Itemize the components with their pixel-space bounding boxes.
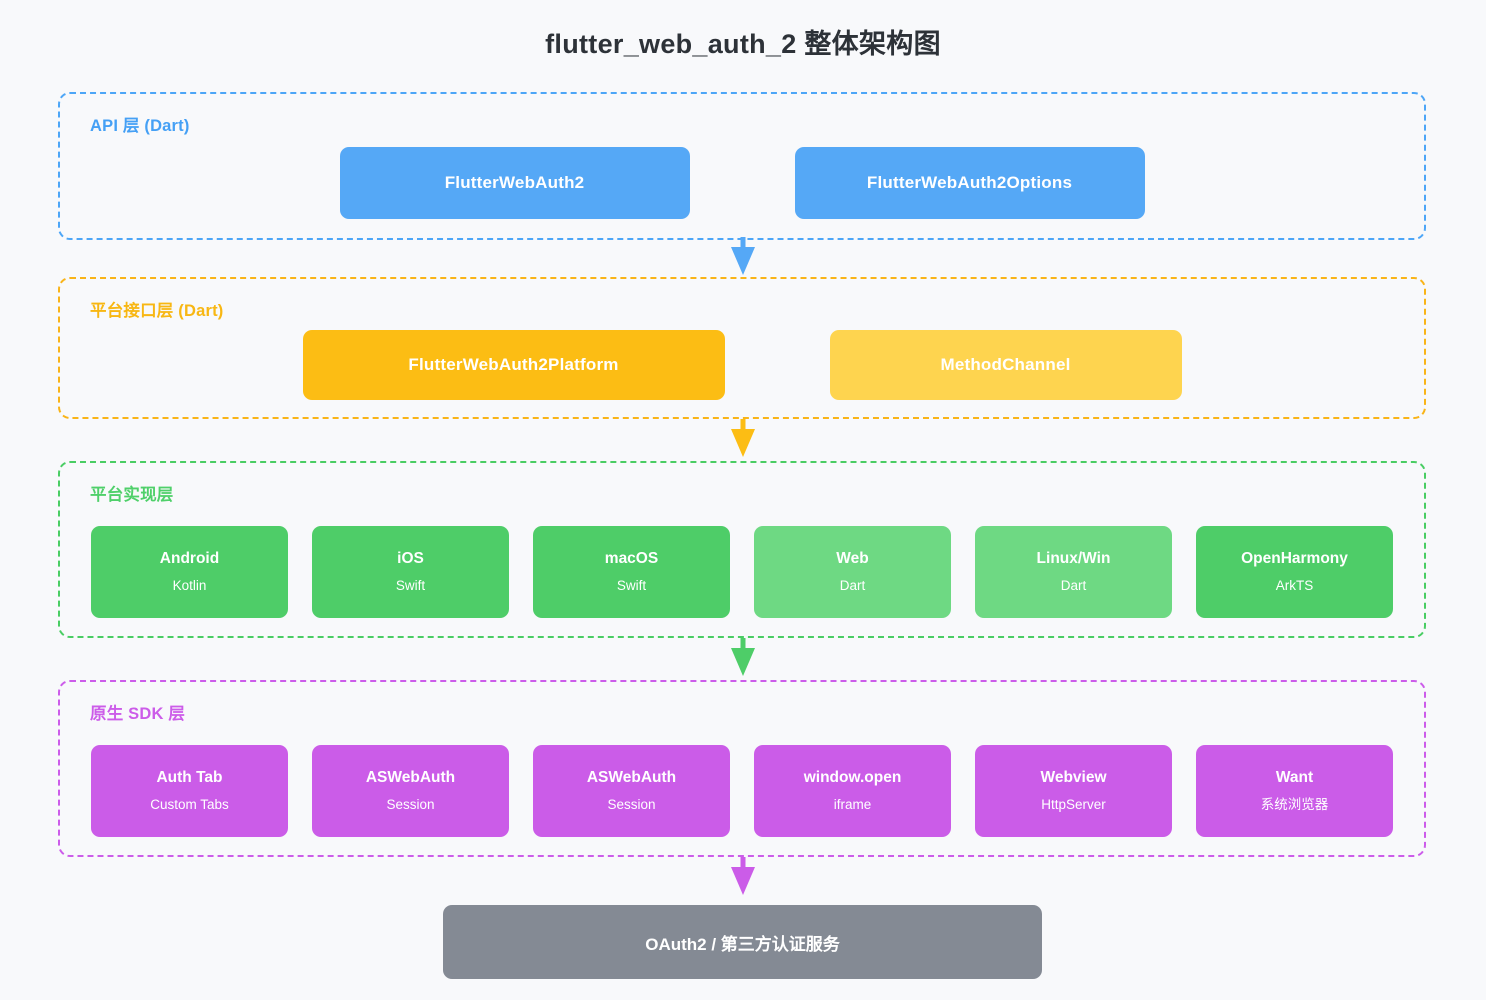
- card-auth-tab-title: Auth Tab: [156, 769, 223, 787]
- card-aswebauth-ios-sub: Session: [386, 796, 435, 812]
- card-window-open-title: window.open: [803, 769, 902, 787]
- card-webview-sub: HttpServer: [1041, 796, 1106, 812]
- card-android-title: Android: [159, 550, 220, 568]
- card-webview-title: Webview: [1040, 769, 1107, 787]
- card-want-title: Want: [1275, 769, 1314, 787]
- node-flutter-web-auth-2-platform[interactable]: FlutterWebAuth2Platform: [302, 330, 725, 400]
- card-auth-tab-sub: Custom Tabs: [150, 796, 229, 812]
- card-want-sub: 系统浏览器: [1260, 796, 1329, 812]
- arrow-impl-to-native: [728, 638, 758, 676]
- card-web-title: Web: [836, 550, 869, 568]
- card-aswebauth-macos-title: ASWebAuth: [586, 769, 677, 787]
- card-window-open[interactable]: window.open iframe: [754, 745, 951, 837]
- layer-platform-interface: 平台接口层 (Dart) FlutterWebAuth2Platform Met…: [58, 277, 1426, 419]
- layer-native-sdk: 原生 SDK 层 Auth Tab Custom Tabs ASWebAuth …: [58, 680, 1426, 857]
- layer-api: API 层 (Dart) FlutterWebAuth2 FlutterWebA…: [58, 92, 1426, 240]
- card-aswebauth-macos-sub: Session: [607, 796, 656, 812]
- card-linux-win-sub: Dart: [1060, 577, 1087, 593]
- node-method-channel[interactable]: MethodChannel: [829, 330, 1182, 400]
- card-macos[interactable]: macOS Swift: [533, 526, 730, 618]
- card-aswebauth-ios[interactable]: ASWebAuth Session: [312, 745, 509, 837]
- layer-platform-label: 平台接口层 (Dart): [90, 302, 224, 320]
- layer-platform-implementation: 平台实现层 Android Kotlin iOS Swift macOS Swi…: [58, 461, 1426, 638]
- card-android-sub: Kotlin: [172, 577, 207, 593]
- card-ios-sub: Swift: [395, 577, 426, 593]
- card-android[interactable]: Android Kotlin: [91, 526, 288, 618]
- card-openharmony[interactable]: OpenHarmony ArkTS: [1196, 526, 1393, 618]
- layer-api-label: API 层 (Dart): [90, 117, 190, 135]
- card-want[interactable]: Want 系统浏览器: [1196, 745, 1393, 837]
- card-macos-title: macOS: [604, 550, 659, 568]
- layer-native-label: 原生 SDK 层: [90, 705, 186, 723]
- arrow-platform-to-impl: [728, 419, 758, 457]
- card-auth-tab[interactable]: Auth Tab Custom Tabs: [91, 745, 288, 837]
- card-webview[interactable]: Webview HttpServer: [975, 745, 1172, 837]
- card-web[interactable]: Web Dart: [754, 526, 951, 618]
- node-flutter-web-auth-2[interactable]: FlutterWebAuth2: [339, 147, 690, 219]
- impl-card-row: Android Kotlin iOS Swift macOS Swift Web…: [91, 526, 1393, 618]
- card-linux-win-title: Linux/Win: [1036, 550, 1111, 568]
- card-window-open-sub: iframe: [833, 796, 872, 812]
- node-flutter-web-auth-2-options[interactable]: FlutterWebAuth2Options: [794, 147, 1145, 219]
- page-title: flutter_web_auth_2 整体架构图: [545, 29, 941, 59]
- card-ios-title: iOS: [397, 550, 424, 568]
- api-node-row: FlutterWebAuth2 FlutterWebAuth2Options: [60, 147, 1424, 219]
- card-aswebauth-ios-title: ASWebAuth: [365, 769, 456, 787]
- card-macos-sub: Swift: [616, 577, 647, 593]
- card-aswebauth-macos[interactable]: ASWebAuth Session: [533, 745, 730, 837]
- arrow-native-to-oauth: [728, 857, 758, 895]
- card-ios[interactable]: iOS Swift: [312, 526, 509, 618]
- arrow-api-to-platform: [728, 237, 758, 275]
- node-oauth2-service[interactable]: OAuth2 / 第三方认证服务: [443, 905, 1042, 979]
- platform-node-row: FlutterWebAuth2Platform MethodChannel: [60, 330, 1424, 400]
- card-web-sub: Dart: [839, 577, 866, 593]
- native-card-row: Auth Tab Custom Tabs ASWebAuth Session A…: [91, 745, 1393, 837]
- layer-impl-label: 平台实现层: [90, 486, 174, 504]
- card-openharmony-sub: ArkTS: [1275, 577, 1314, 593]
- card-linux-win[interactable]: Linux/Win Dart: [975, 526, 1172, 618]
- card-openharmony-title: OpenHarmony: [1241, 550, 1348, 568]
